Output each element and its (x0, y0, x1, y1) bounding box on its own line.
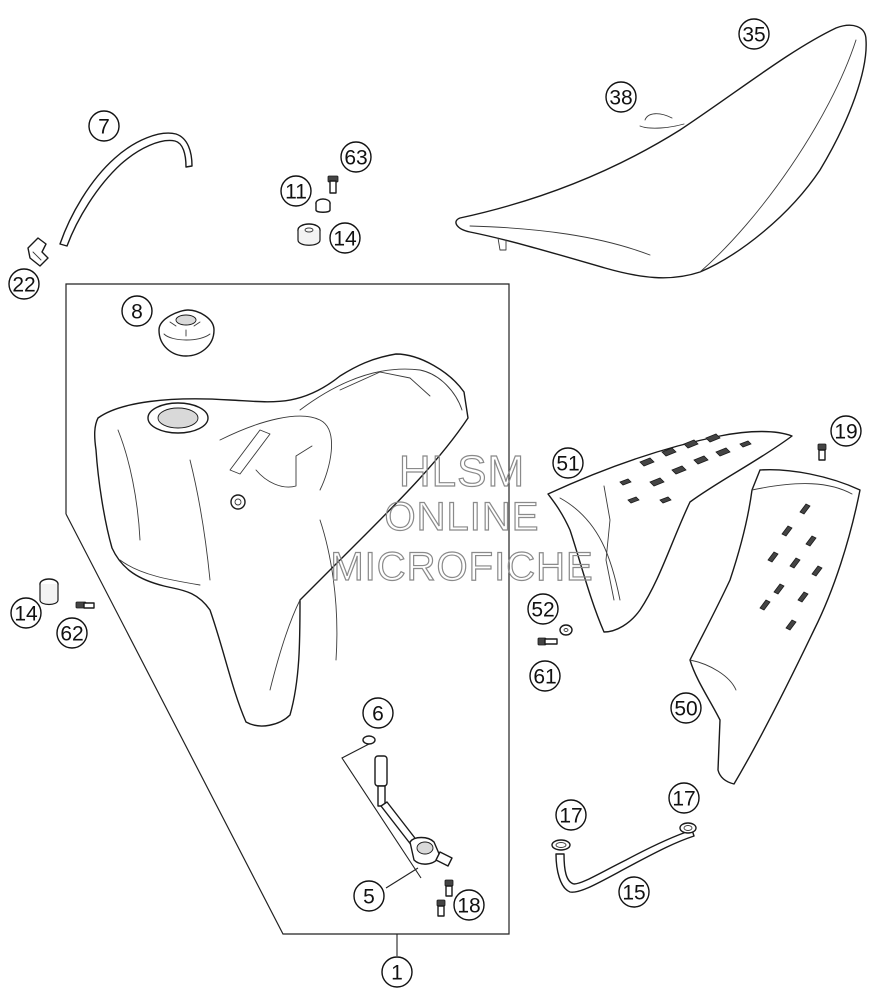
screw-61 (537, 637, 558, 646)
seat-35 (455, 24, 867, 279)
callout-circle (8, 268, 40, 300)
hose-clamp-17-right (679, 822, 697, 834)
hose-clamp-17-left (551, 839, 571, 851)
callout-circle (329, 222, 361, 254)
callout-19: 19 (830, 415, 862, 447)
callout-8: 8 (121, 295, 153, 327)
callout-circle (381, 956, 413, 988)
callout-circle (618, 876, 650, 908)
callout-number: 19 (834, 421, 857, 444)
callout-14: 14 (329, 222, 361, 254)
callout-circle (555, 799, 587, 831)
callout-number: 7 (98, 116, 110, 139)
callout-15: 15 (618, 876, 650, 908)
spacer-14-left (39, 578, 59, 606)
callout-17: 17 (555, 799, 587, 831)
callout-number: 14 (14, 603, 38, 626)
fuel-hose-15 (555, 829, 695, 893)
callout-11: 11 (280, 175, 312, 207)
callout-circle (552, 447, 584, 479)
callout-50: 50 (670, 692, 702, 724)
callout-51: 51 (552, 447, 584, 479)
callout-circle (88, 110, 120, 142)
callout-5: 5 (353, 880, 385, 912)
callout-number: 17 (559, 805, 582, 828)
callout-6: 6 (362, 697, 394, 729)
callout-number: 5 (363, 886, 375, 909)
callout-1: 1 (381, 956, 413, 988)
callout-circle (453, 889, 485, 921)
elbow-fitting-22 (27, 237, 49, 267)
side-panel-50 (689, 468, 861, 785)
callout-number: 14 (333, 228, 357, 251)
callout-22: 22 (8, 268, 40, 300)
callout-number: 15 (622, 882, 645, 905)
callout-circle (362, 697, 394, 729)
callout-number: 22 (12, 274, 35, 297)
callout-circle (10, 597, 42, 629)
callout-circle (529, 660, 561, 692)
callout-38: 38 (605, 81, 637, 113)
spacer-14-top (297, 223, 321, 246)
callout-circle (56, 617, 88, 649)
screw-63 (327, 175, 339, 194)
fuel-tap-5 (374, 755, 453, 889)
callout-number: 52 (531, 599, 554, 622)
callout-number: 17 (672, 788, 695, 811)
callout-62: 62 (56, 617, 88, 649)
fuel-tank (93, 353, 469, 727)
watermark-line-1: HLSM (399, 447, 525, 496)
watermark-line-2: ONLINE (385, 495, 540, 539)
callout-circle (340, 141, 372, 173)
o-ring-6 (341, 735, 422, 879)
callout-circle (668, 782, 700, 814)
callout-number: 61 (533, 666, 556, 689)
callout-circle (830, 415, 862, 447)
watermark-line-3: MICROFICHE (330, 545, 593, 589)
callout-14: 14 (10, 597, 42, 629)
watermark: HLSM ONLINE MICROFICHE (330, 446, 594, 589)
screw-62 (75, 601, 95, 609)
callout-number: 1 (391, 962, 403, 985)
callout-number: 8 (131, 301, 143, 324)
callout-number: 6 (372, 703, 384, 726)
screw-19 (817, 443, 827, 461)
callout-7: 7 (88, 110, 120, 142)
callout-35: 35 (738, 18, 770, 50)
breather-hose-7 (59, 132, 193, 247)
callout-circle (353, 880, 385, 912)
callout-number: 18 (457, 895, 480, 918)
callout-number: 51 (556, 453, 579, 476)
callout-52: 52 (527, 593, 559, 625)
fuel-cap-8 (158, 309, 215, 357)
callout-61: 61 (529, 660, 561, 692)
tank-assembly-frame-1 (65, 283, 510, 956)
callout-number: 11 (285, 181, 307, 204)
callout-circle (527, 593, 559, 625)
screw-18 (436, 879, 454, 917)
callout-layer: 35 38 7 63 11 14 22 8 19 51 14 52 62 61 50 6 17 17 15 5 18 1 (8, 18, 862, 988)
callout-circle (280, 175, 312, 207)
callout-circle (605, 81, 637, 113)
nut-11 (315, 198, 331, 213)
callout-17: 17 (668, 782, 700, 814)
callout-number: 38 (609, 87, 632, 110)
callout-number: 50 (674, 698, 697, 721)
callout-18: 18 (453, 889, 485, 921)
callout-number: 63 (344, 147, 367, 170)
callout-circle (738, 18, 770, 50)
radiator-spoiler-51 (547, 430, 793, 633)
callout-number: 62 (60, 623, 83, 646)
callout-number: 35 (742, 24, 765, 47)
washer-52 (559, 624, 573, 636)
callout-circle (670, 692, 702, 724)
callout-63: 63 (340, 141, 372, 173)
callout-circle (121, 295, 153, 327)
